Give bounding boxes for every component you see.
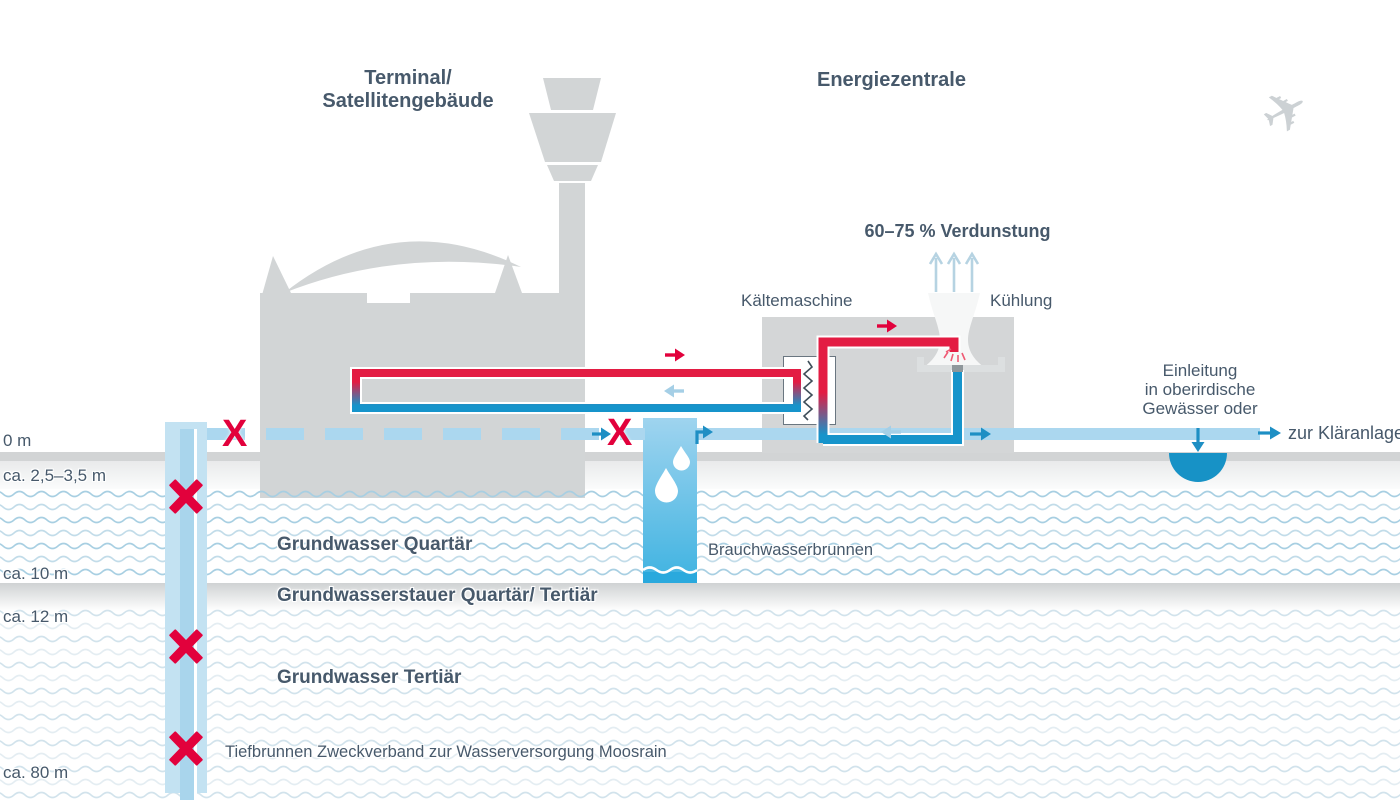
deep-well-highlight bbox=[194, 429, 197, 800]
cold-return-arrow-terminal bbox=[664, 384, 684, 398]
depth-label-2-5m: ca. 2,5–3,5 m bbox=[3, 466, 107, 485]
tower-cab-top-icon bbox=[543, 78, 601, 110]
energy-center-title: Energiezentrale bbox=[817, 69, 966, 91]
warm-flow-arrow-terminal bbox=[665, 348, 685, 362]
tower-shaft-icon bbox=[559, 183, 585, 295]
x-mark-well-3 bbox=[167, 729, 205, 767]
pipe-flow-arrow-left bbox=[592, 427, 611, 441]
x-mark-pipe-right: X bbox=[607, 412, 633, 454]
ground-surface-band bbox=[0, 452, 1400, 461]
chiller-tower-loop bbox=[816, 335, 964, 446]
deep-well-pipe bbox=[180, 429, 194, 800]
heat-exchanger-zigzag-icon bbox=[802, 360, 814, 421]
aquitard-band bbox=[0, 583, 1400, 611]
spray-icon bbox=[943, 348, 966, 362]
warm-flow-arrow-chiller bbox=[877, 319, 897, 333]
basin-outlet-block bbox=[952, 365, 963, 372]
subsurface-band bbox=[0, 461, 1400, 489]
terminal-title: Terminal/Satellitengebäude bbox=[322, 67, 494, 112]
pipe-flow-arrow-right bbox=[970, 427, 991, 441]
brauchwasser-well-label: Brauchwasserbrunnen bbox=[708, 541, 874, 559]
x-mark-well-2 bbox=[167, 627, 205, 665]
cooling-label: Kühlung bbox=[990, 291, 1053, 310]
droplet-icon-small bbox=[673, 446, 690, 471]
layer-label-tertiaer: Grundwasser Tertiär bbox=[277, 667, 462, 688]
tower-cab-icon bbox=[529, 113, 616, 162]
brauchwasser-well-bottom bbox=[643, 572, 697, 583]
tiefbrunnen-label: Tiefbrunnen Zweckverband zur Wasserverso… bbox=[225, 743, 667, 761]
dome-roof-icon bbox=[284, 241, 521, 293]
layer-label-quartaer: Grundwasser Quartär bbox=[277, 534, 473, 555]
well-outlet-elbow-arrow bbox=[695, 425, 713, 444]
pipe-flow-arrow-klaeranlage bbox=[1258, 426, 1281, 440]
evaporation-arrows-icon bbox=[928, 251, 980, 292]
klaeranlage-label: zur Kläranlage bbox=[1288, 423, 1400, 443]
chiller-label: Kältemaschine bbox=[741, 291, 853, 310]
discharge-down-arrow bbox=[1191, 428, 1205, 452]
depth-label-10m: ca. 10 m bbox=[3, 564, 69, 583]
evaporation-label: 60–75 % Verdunstung bbox=[864, 221, 1051, 241]
cold-return-arrow-chiller bbox=[881, 425, 901, 439]
depth-label-0m: 0 m bbox=[3, 431, 32, 450]
depth-label-12m: ca. 12 m bbox=[3, 607, 69, 626]
well-water-level-icon bbox=[642, 566, 698, 574]
depth-label-80m: ca. 80 m bbox=[3, 763, 69, 782]
terminal-cooling-loop bbox=[350, 367, 803, 414]
x-mark-pipe-left: X bbox=[222, 413, 248, 455]
groundwater-pipe-dashed bbox=[207, 428, 645, 440]
droplet-icon-large bbox=[655, 468, 678, 503]
layer-label-stauer: Grundwasserstauer Quartär/ Tertiär bbox=[277, 585, 598, 606]
x-mark-well-1 bbox=[167, 477, 205, 515]
